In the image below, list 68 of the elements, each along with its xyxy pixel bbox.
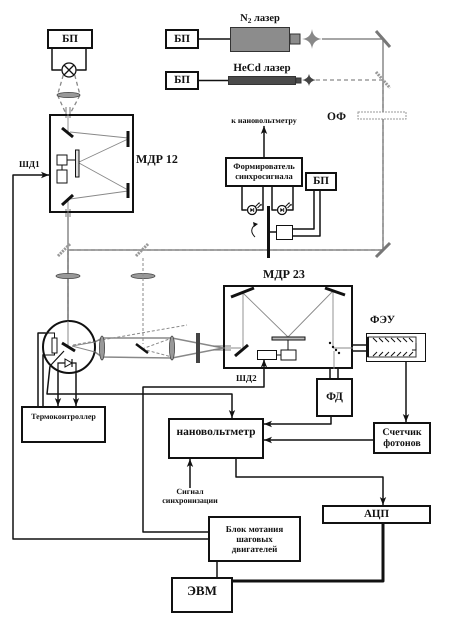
note-text: к нановольтметру (231, 117, 297, 126)
power-supply-box (305, 172, 337, 191)
connector-line (353, 344, 366, 346)
monochromator-label: МДР 23 (263, 268, 305, 282)
light-beam (56, 74, 67, 114)
arrow (260, 126, 268, 157)
power-supply-label: БП (174, 74, 190, 87)
arrow (186, 459, 194, 488)
adc-box (322, 505, 431, 524)
connector-line (293, 191, 321, 237)
arrow (46, 366, 236, 418)
connector-line (199, 80, 228, 82)
connector-line (329, 369, 331, 378)
monochromator-label: МДР 12 (136, 153, 178, 166)
stepper-driver-label: Блок мотания шаговых двигателей (224, 524, 284, 554)
connector-line (353, 350, 366, 352)
photodiode-label: ФД (326, 391, 343, 404)
laser-label: N$_{2}$ лазер (240, 13, 280, 25)
power-supply-label: БП (62, 32, 78, 46)
power-supply-box (47, 29, 93, 49)
connector-line (270, 231, 276, 233)
filter-label: ОФ (327, 111, 346, 124)
arrow (72, 373, 80, 406)
edge-label: ШД1 (19, 160, 40, 170)
arrow (235, 459, 386, 505)
laser-label: HeCd лазер (233, 62, 291, 74)
motor-box (276, 225, 293, 240)
motor-box (256, 350, 276, 360)
connector-line (337, 369, 339, 378)
connector-line (199, 38, 230, 40)
photomultiplier-label: ФЭУ (370, 314, 395, 326)
connector-line (216, 562, 218, 577)
arrow (402, 362, 410, 422)
connector-line (293, 191, 315, 230)
arrow (54, 372, 62, 406)
photodiode-box (316, 378, 353, 417)
power-supply-box (165, 71, 199, 90)
thermocontroller-box (21, 406, 106, 443)
connector-line (233, 524, 384, 582)
computer-box (171, 577, 233, 613)
light-beam (69, 74, 81, 114)
stepper-driver-box (208, 516, 301, 562)
connector-line (271, 187, 277, 211)
connector-line (257, 187, 264, 211)
adc-label: АЦП (364, 508, 390, 521)
connector-line (241, 187, 247, 211)
connector-line (37, 332, 46, 406)
edge-label: ШД2 (236, 374, 257, 384)
photon-counter-box (373, 422, 431, 454)
connector-line (51, 49, 62, 71)
light-beam (67, 213, 69, 320)
sync-shaper-label: Формирователь синхросигнала (232, 162, 296, 182)
power-supply-label: БП (174, 32, 190, 46)
thermocontroller-label: Термоконтроллер (31, 413, 96, 422)
nanovoltmeter-box (168, 418, 264, 459)
power-supply-box (165, 29, 199, 49)
arrow (142, 360, 268, 533)
connector-line (287, 187, 294, 211)
note-text: Сигнал синхронизации (162, 488, 218, 506)
arrow (264, 436, 373, 444)
photon-counter-label: Счетчик фотонов (381, 426, 423, 450)
arrow (264, 417, 332, 428)
connector-line (76, 49, 87, 71)
sync-shaper-box (225, 157, 303, 187)
power-supply-label: БП (313, 175, 329, 188)
nanovoltmeter-label: нановольтметр (176, 426, 256, 439)
computer-label: ЭВМ (187, 584, 217, 599)
connector-line (42, 354, 44, 406)
